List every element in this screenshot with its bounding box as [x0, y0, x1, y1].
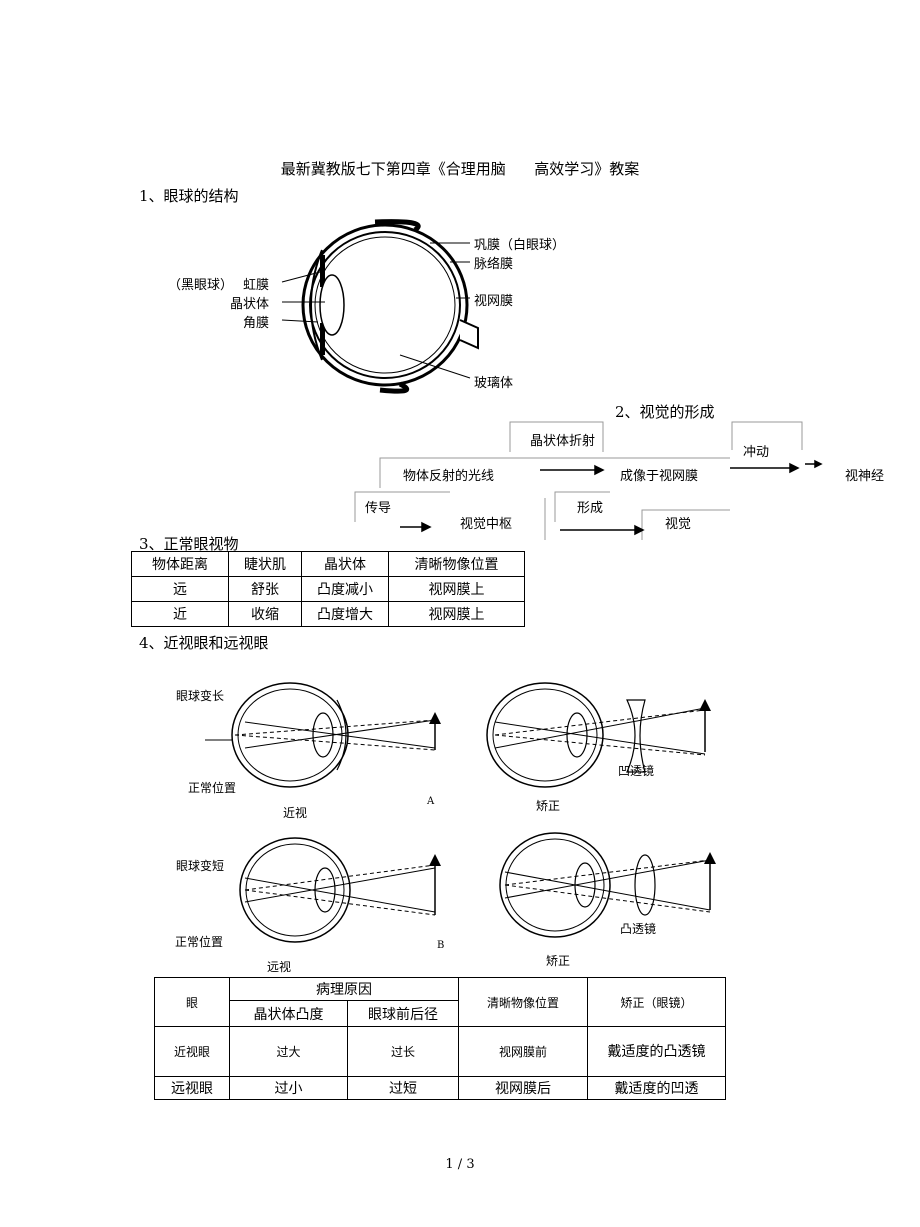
table-cell: 视网膜上 — [388, 601, 525, 627]
label-hyperopia: 远视 — [267, 960, 292, 974]
table-cell: 过小 — [229, 1076, 348, 1100]
label-eyeball-shorter: 眼球变短 — [176, 859, 225, 873]
table-cell: 远视眼 — [154, 1076, 230, 1100]
table-header-cell: 清晰物像位置 — [458, 977, 588, 1027]
section-4-heading: 4、近视眼和远视眼 — [139, 634, 269, 652]
label-cornea: 角膜 — [243, 316, 270, 331]
table-row: 远视眼 过小 过短 视网膜后 戴适度的凹透 — [154, 1076, 726, 1100]
myopia-eye-shape — [205, 682, 441, 788]
table-header-cell: 清晰物像位置 — [388, 551, 525, 577]
label-correction-b: 矫正 — [546, 954, 571, 968]
label-normal-position-a: 正常位置 — [188, 781, 237, 795]
flow-image-on-retina: 成像于视网膜 — [620, 469, 699, 484]
table-cell: 视网膜后 — [458, 1076, 588, 1100]
label-iris-prefix: （黑眼球） — [168, 278, 234, 293]
label-concave-lens: 凹透镜 — [618, 764, 655, 778]
table-header-cell: 睫状肌 — [228, 551, 302, 577]
table-header-row: 物体距离 睫状肌 晶状体 清晰物像位置 — [131, 551, 525, 577]
table-cell: 过短 — [347, 1076, 459, 1100]
myopia-hyperopia-diagram — [205, 682, 716, 943]
table-header-cell: 眼球前后径 — [347, 1000, 459, 1027]
normal-eye-table: 物体距离 睫状肌 晶状体 清晰物像位置 远 舒张 凸度减小 视网膜上 近 收缩 … — [131, 551, 525, 627]
table-cell: 远 — [131, 576, 229, 602]
flow-lens-refraction: 晶状体折射 — [530, 434, 596, 449]
lens-shape — [319, 274, 345, 336]
hyperopia-eye-shape — [239, 837, 441, 943]
label-eyeball-longer: 眼球变长 — [176, 689, 225, 703]
table-cell: 戴适度的凸透镜 — [587, 1026, 726, 1077]
iris-bottom-shape — [320, 323, 325, 355]
table-header-cell: 眼 — [154, 977, 230, 1027]
table-header-cell: 晶状体 — [301, 551, 389, 577]
convex-lens-shape — [634, 854, 656, 916]
label-iris: 虹膜 — [243, 278, 270, 293]
table-cell: 近 — [131, 601, 229, 627]
flow-optic-nerve: 视神经 — [845, 469, 885, 484]
flow-form: 形成 — [577, 501, 604, 516]
table-cell: 近视眼 — [154, 1026, 230, 1077]
section-3-heading: 3、正常眼视物 — [139, 535, 239, 553]
concave-lens-shape — [626, 699, 646, 773]
flow-visual-center: 视觉中枢 — [460, 517, 513, 532]
table-cell: 凸度减小 — [301, 576, 389, 602]
label-mark-b: B — [437, 940, 445, 951]
hyperopia-correction-shape — [499, 832, 716, 938]
table-header-cell: 物体距离 — [131, 551, 229, 577]
flow-vision: 视觉 — [665, 517, 692, 532]
flow-reflected-light: 物体反射的光线 — [403, 469, 495, 484]
document-title: 最新冀教版七下第四章《合理用脑 高效学习》教案 — [280, 160, 640, 178]
label-vitreous: 玻璃体 — [474, 376, 514, 391]
section-2-heading: 2、视觉的形成 — [615, 403, 715, 421]
table-cell: 戴适度的凹透 — [587, 1076, 726, 1100]
table-cell: 过长 — [347, 1026, 459, 1077]
cornea-shape — [310, 249, 323, 361]
table-cell: 视网膜上 — [388, 576, 525, 602]
table-header-cell: 病理原因 — [229, 976, 459, 1002]
label-correction-a: 矫正 — [536, 799, 561, 813]
vision-formation-flow — [354, 421, 823, 540]
table-row: 近 收缩 凸度增大 视网膜上 — [131, 601, 525, 627]
table-cell: 过大 — [229, 1026, 348, 1077]
table-row: 近视眼 过大 过长 视网膜前 戴适度的凸透镜 — [154, 1026, 726, 1077]
table-cell: 凸度增大 — [301, 601, 389, 627]
label-choroid: 脉络膜 — [474, 257, 514, 272]
optic-nerve-shape — [459, 319, 479, 350]
table-cell: 视网膜前 — [458, 1026, 588, 1077]
flow-impulse: 冲动 — [743, 445, 770, 460]
table-header-cell: 晶状体凸度 — [229, 1000, 348, 1027]
table-header-cell: 矫正（眼镜） — [587, 977, 726, 1027]
label-convex-lens: 凸透镜 — [620, 922, 657, 936]
table-header-row: 眼 病理原因 清晰物像位置 矫正（眼镜） — [154, 976, 726, 1027]
myopia-hyperopia-table: 眼 病理原因 清晰物像位置 矫正（眼镜） 晶状体凸度 眼球前后径 近视眼 过大 … — [154, 976, 726, 1100]
section-1-heading: 1、眼球的结构 — [139, 187, 239, 205]
label-retina: 视网膜 — [474, 294, 514, 309]
myopia-correction-shape — [486, 682, 711, 788]
eyeball-structure-diagram — [281, 219, 479, 394]
sclera-shape — [301, 223, 469, 387]
retina-shape — [314, 236, 456, 374]
label-lens: 晶状体 — [230, 297, 270, 312]
iris-top-shape — [320, 255, 325, 287]
table-cell: 收缩 — [228, 601, 302, 627]
label-normal-position-b: 正常位置 — [175, 935, 224, 949]
table-row: 远 舒张 凸度减小 视网膜上 — [131, 576, 525, 602]
page-number: 1 / 3 — [445, 1157, 475, 1172]
flow-conduct: 传导 — [365, 501, 392, 516]
label-mark-a: A — [427, 796, 435, 807]
label-sclera: 巩膜（白眼球） — [474, 238, 566, 253]
label-myopia: 近视 — [283, 806, 308, 820]
table-cell: 舒张 — [228, 576, 302, 602]
